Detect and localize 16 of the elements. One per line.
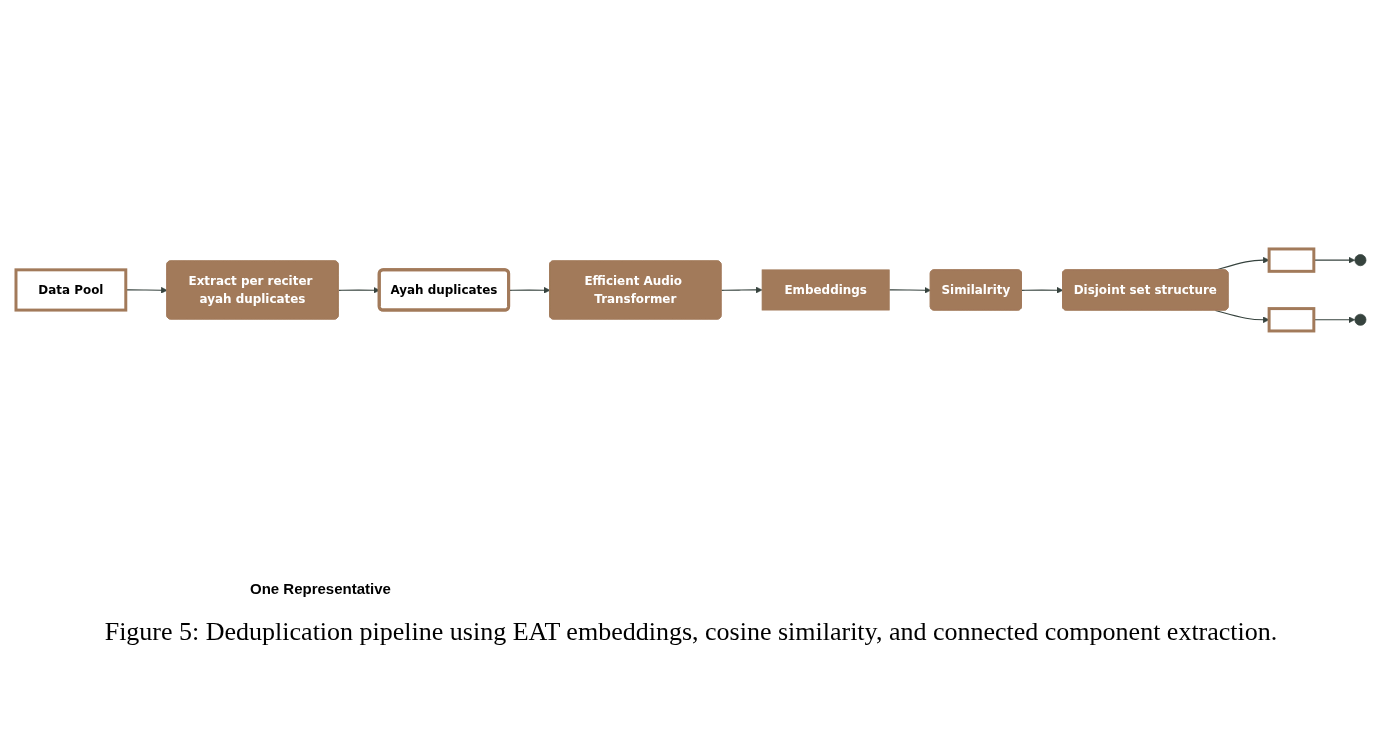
node-circle [1354, 313, 1367, 326]
arrow [1021, 287, 1064, 294]
arrow [125, 287, 168, 294]
arrow [1313, 316, 1356, 324]
node-box: Data Pool [14, 268, 128, 312]
arrow [720, 286, 763, 294]
node-box: Embeddings [761, 269, 890, 311]
arrow [1313, 256, 1356, 264]
node-box [1267, 247, 1316, 273]
figure-caption: Figure 5: Deduplication pipeline using EAT embeddings, cosine similarity, and connected component extraction. [103, 617, 1279, 647]
text-label: One Representative [250, 580, 392, 597]
arrow [888, 287, 931, 294]
node-box [1267, 307, 1316, 333]
node-circle [1354, 254, 1367, 267]
arrow [508, 287, 551, 294]
arrow [338, 287, 380, 294]
